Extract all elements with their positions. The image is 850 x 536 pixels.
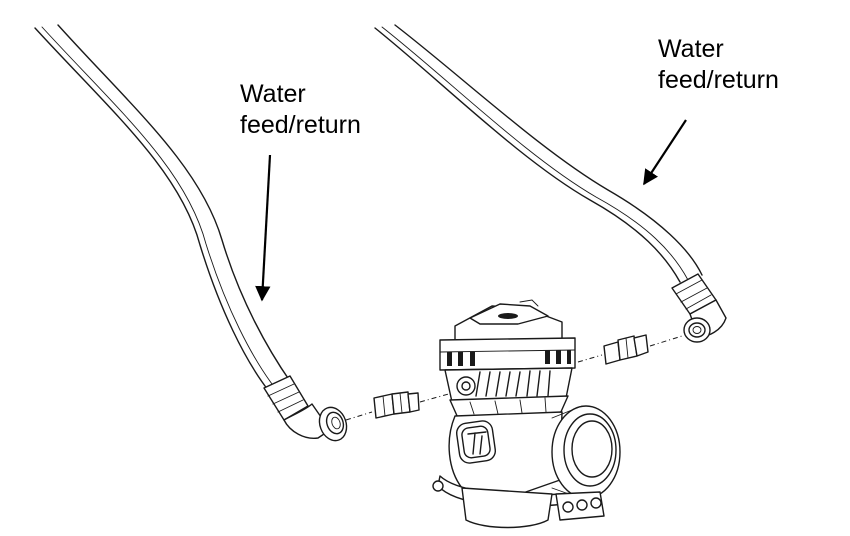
housing-ribs: [447, 350, 571, 366]
inlet-base: [461, 487, 553, 529]
left-label-line2: feed/return: [240, 111, 361, 139]
outlet-flange: [551, 405, 621, 499]
right-label-line1: Water: [658, 35, 724, 63]
left-water-hose: [34, 24, 293, 391]
right-label-line2: feed/return: [658, 66, 779, 94]
wastegate-body: [432, 299, 621, 529]
left-label-line1: Water: [240, 80, 306, 108]
left-water-feed-label: Water feed/return: [240, 79, 361, 141]
right-adapter-fitting: [603, 334, 649, 365]
left-hose-elbow-fitting: [263, 375, 348, 442]
left-adapter-fitting: [373, 391, 420, 419]
right-hose-fitting: [671, 273, 727, 343]
right-centerline: [577, 335, 683, 363]
tial-logo: [455, 420, 497, 464]
housing-fins: [475, 370, 551, 397]
left-label-arrow: [255, 154, 272, 302]
left-centerline: [345, 387, 471, 421]
right-label-arrow: [643, 119, 687, 186]
right-water-feed-label: Water feed/return: [658, 34, 779, 96]
body-water-port: [456, 376, 476, 396]
right-water-hose: [374, 24, 703, 283]
